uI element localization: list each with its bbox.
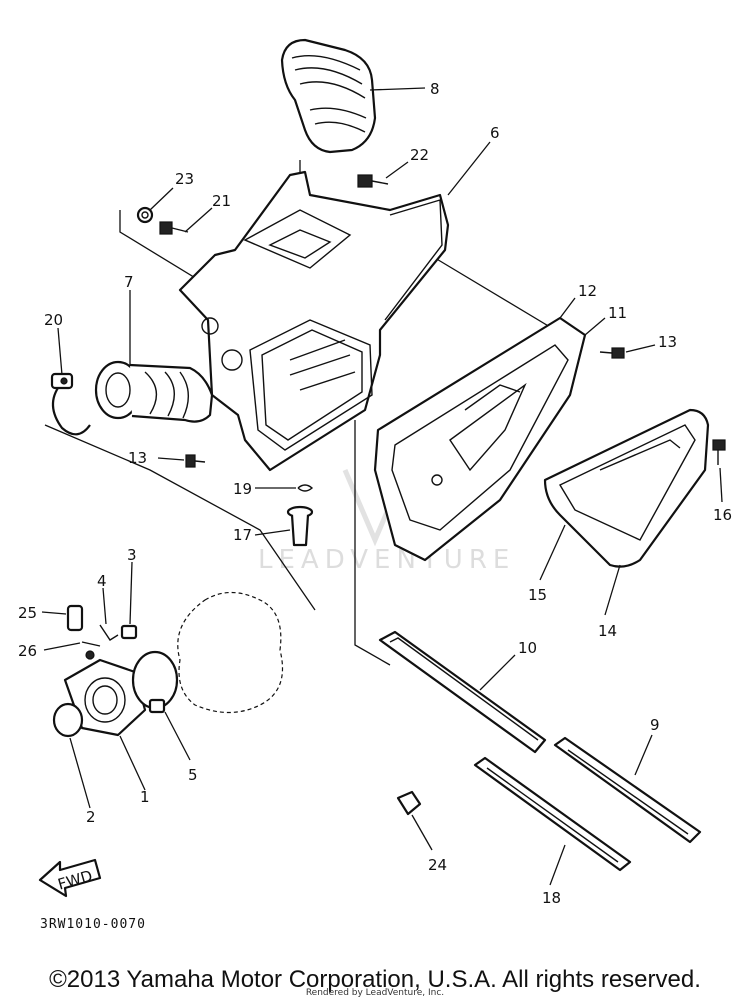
callouts: 8 6 22 23 21 7 20 12 11 13 13 19 17 16 1… xyxy=(18,80,732,907)
part-20-damper xyxy=(396,790,422,816)
callout-12: 12 xyxy=(578,282,597,300)
callout-13-right: 13 xyxy=(658,333,677,351)
callout-20: 24 xyxy=(428,856,447,874)
part-1-joint xyxy=(63,650,147,737)
callout-23: 22 xyxy=(410,146,429,164)
callout-26: 26 xyxy=(18,642,37,660)
callout-19: 19 xyxy=(233,480,252,498)
part-13-bolt-left xyxy=(185,454,206,468)
callout-1: 1 xyxy=(140,788,150,806)
watermark-text: LEADVENTURE xyxy=(258,545,515,575)
part-11-filter-element xyxy=(373,316,587,562)
part-6-air-box xyxy=(178,170,450,472)
callout-11: 11 xyxy=(608,304,627,322)
engine-outline xyxy=(177,591,284,714)
part-21-clamp xyxy=(50,372,91,436)
part-23-bolt xyxy=(357,174,389,188)
part-24-collar xyxy=(136,206,154,224)
callout-24: 23 xyxy=(175,170,194,188)
part-19-clip xyxy=(297,484,314,492)
callout-4: 4 xyxy=(97,572,107,590)
callout-25: 25 xyxy=(18,604,37,622)
callout-3: 3 xyxy=(127,546,137,564)
part-10-filter-sheet xyxy=(378,630,547,754)
callout-9: 9 xyxy=(650,716,660,734)
callout-22: 21 xyxy=(212,192,231,210)
part-7-joint xyxy=(94,360,214,423)
part-8-intake-duct xyxy=(280,38,377,154)
callout-17: 16 xyxy=(713,506,732,524)
part-17-bolt xyxy=(712,439,726,465)
part-22-bolt xyxy=(159,221,189,235)
part-5-clamp xyxy=(131,650,179,714)
part-9-gasket xyxy=(553,736,702,844)
callout-21: 20 xyxy=(44,311,63,329)
part-4-clip xyxy=(99,624,119,641)
callout-16: 15 xyxy=(528,586,547,604)
callout-13-left: 13 xyxy=(128,449,147,467)
callout-10: 10 xyxy=(518,639,537,657)
part-18-pipe xyxy=(286,505,314,547)
callout-5: 5 xyxy=(188,766,198,784)
callout-2: 2 xyxy=(86,808,96,826)
part-13-bolt-right xyxy=(599,347,625,359)
diagram-code: 3RW1010-0070 xyxy=(40,917,146,932)
part-15-cover xyxy=(543,408,710,568)
callout-15: 14 xyxy=(598,622,617,640)
callout-18: 17 xyxy=(233,526,252,544)
callout-8: 8 xyxy=(430,80,440,98)
callout-6: 6 xyxy=(490,124,500,142)
fwd-arrow-icon: FWD xyxy=(38,858,102,898)
rendered-by-text: Rendered by LeadVenture, Inc. xyxy=(305,988,445,998)
part-2-o-ring xyxy=(52,702,84,738)
part-25-pipe xyxy=(66,604,84,632)
callout-7: 7 xyxy=(124,273,134,291)
part-26-clip xyxy=(81,641,101,647)
callout-14: 18 xyxy=(542,889,561,907)
part-3-screw xyxy=(120,624,138,640)
part-14-gasket xyxy=(473,756,632,872)
copyright-text: ©2013 Yamaha Motor Corporation, U.S.A. A… xyxy=(49,966,701,993)
